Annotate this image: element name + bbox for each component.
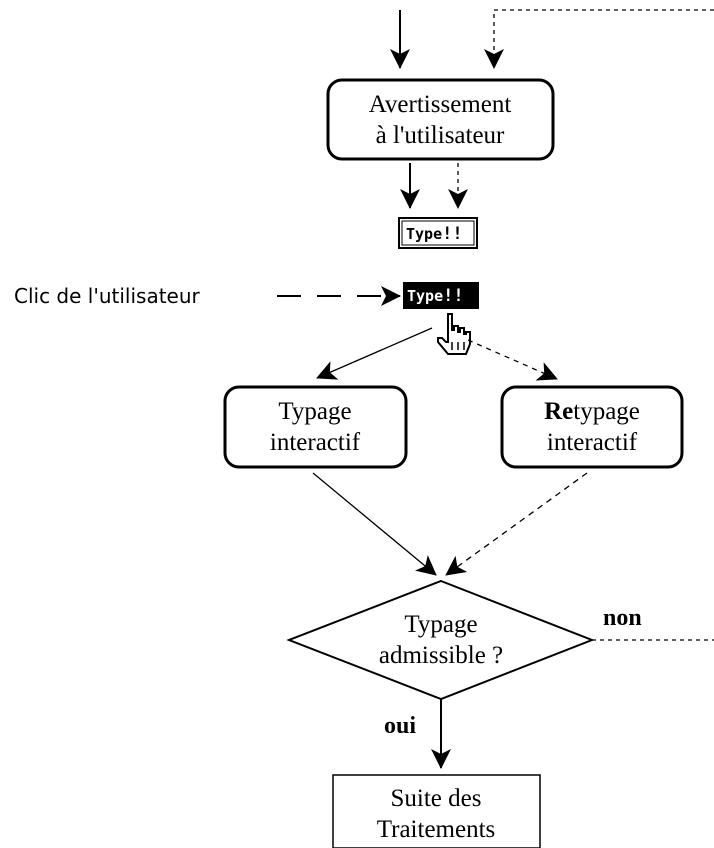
retyping-box-line1-bold: Re — [544, 398, 573, 425]
decision-line2: admissible ? — [379, 642, 503, 669]
warning-box: Avertissement à l'utilisateur — [326, 78, 555, 161]
type-button-pressed-mark: !! — [443, 286, 463, 306]
type-to-typing-arrow — [316, 327, 433, 380]
decision-diamond: Typage admissible ? — [286, 579, 595, 701]
type-to-retyping-arrow — [467, 339, 558, 381]
warning-box-line2: à l'utilisateur — [376, 122, 505, 149]
type-button-pressed-label: Type — [407, 287, 443, 305]
typing-box: Typage interactif — [223, 385, 408, 469]
next-box-line1: Suite des — [391, 785, 482, 812]
retyping-box-line2: interactif — [547, 429, 638, 456]
svg-text:Type!!: Type!! — [406, 224, 463, 244]
next-box-line2: Traitements — [377, 816, 496, 843]
typing-box-line2: interactif — [270, 429, 361, 456]
no-label: non — [603, 605, 642, 631]
svg-text:Type!!: Type!! — [407, 286, 464, 306]
next-processing-box: Suite des Traitements — [332, 774, 541, 848]
retyping-box-line1-rest: typage — [573, 398, 640, 425]
type-button-pressed[interactable]: Type!! — [403, 282, 479, 309]
type-button[interactable]: Type!! — [398, 217, 478, 249]
warning-box-line1: Avertissement — [369, 91, 512, 118]
hand-cursor-icon — [437, 313, 471, 355]
typing-box-line1: Typage — [278, 398, 351, 425]
type-button-label: Type — [406, 225, 442, 243]
type-button-mark: !! — [442, 224, 462, 244]
retyping-box: Retypage interactif — [500, 385, 684, 469]
decision-line1: Typage — [404, 611, 477, 638]
retyping-box-line1: Retypage — [544, 398, 640, 425]
user-click-label: Clic de l'utilisateur — [14, 284, 201, 308]
retyping-to-decision-arrow — [445, 472, 588, 576]
loop-back-dashed-top — [484, 9, 714, 69]
yes-label: oui — [384, 713, 416, 739]
typing-to-decision-arrow — [312, 472, 437, 576]
